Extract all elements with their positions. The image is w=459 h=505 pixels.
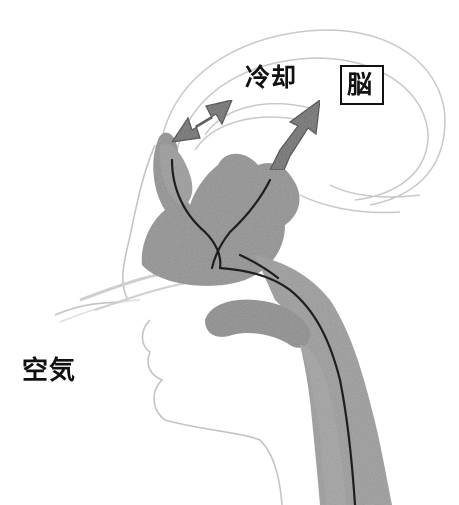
- air-label: 空気: [22, 358, 76, 384]
- brain-label: 脳: [347, 72, 372, 97]
- cooling-label: 冷却: [245, 65, 297, 90]
- left-arrow-icon: [172, 100, 232, 142]
- right-arrow-icon: [270, 100, 320, 170]
